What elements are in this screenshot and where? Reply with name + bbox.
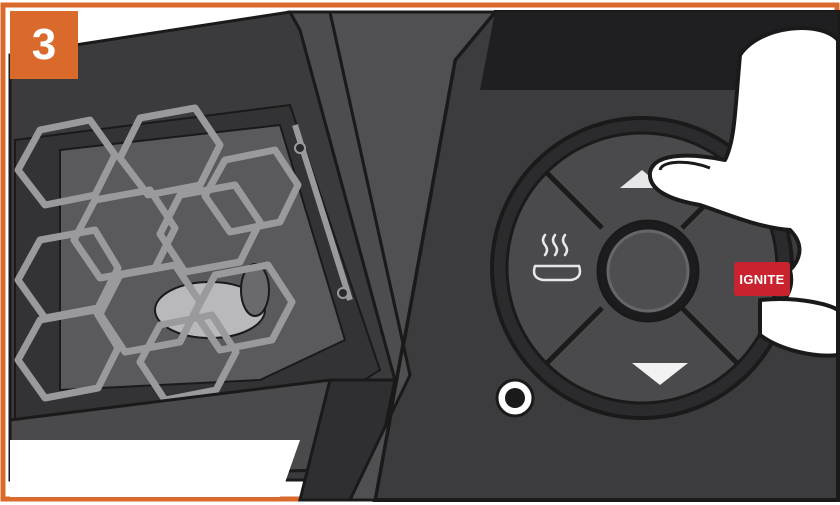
step-number-badge: 3 (10, 11, 78, 79)
center-dial[interactable] (598, 221, 698, 321)
ignite-button[interactable]: IGNITE (734, 262, 790, 296)
ignite-label: IGNITE (739, 272, 784, 287)
step-number: 3 (32, 23, 56, 67)
indicator-light (497, 380, 533, 416)
